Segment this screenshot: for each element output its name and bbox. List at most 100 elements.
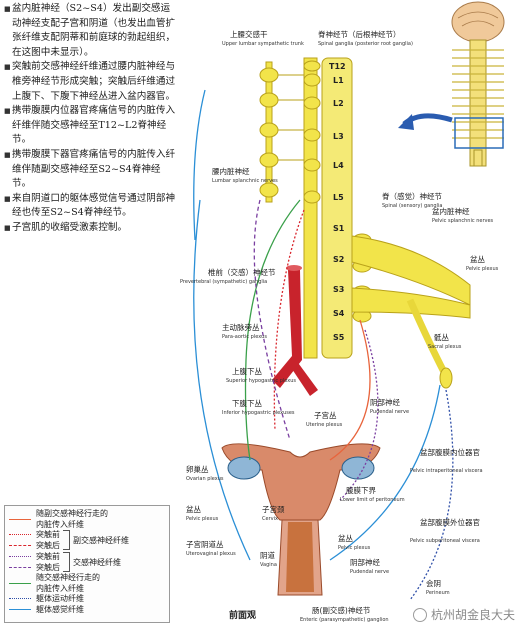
- label-intraperitoneal-en: Pelvic intraperitoneal viscera: [410, 468, 483, 474]
- segment-label: S5: [333, 333, 345, 342]
- legend-swatch: [9, 556, 31, 557]
- label-pelvic-plexus-2-en: Pelvic plexus: [186, 516, 219, 522]
- legend-swatch: [9, 567, 31, 568]
- label-sacral-plexus-en: Sacral plexus: [428, 344, 462, 350]
- label-spinal-ganglia-en: Spinal ganglia (posterior root ganglia): [318, 41, 413, 47]
- label-pelvic-plexus-2: 盆丛: [186, 504, 201, 514]
- legend-swatch: [9, 518, 31, 520]
- label-pudendal-en: Pudendal nerve: [370, 409, 409, 415]
- label-para-aortic-en: Para-aortic plexus: [222, 334, 267, 340]
- label-prevertebral: 椎前（交感）神经节: [208, 267, 276, 277]
- legend-item: 随副交感神经行走的内脏传入纤维: [9, 509, 165, 529]
- label-perineum: 会阴: [426, 578, 441, 588]
- note-item: ■子宫肌的收缩受激素控制。: [4, 221, 176, 236]
- label-prevertebral-en: Prevertebral (sympathetic) ganglia: [180, 279, 267, 285]
- nerve-pathways: [193, 89, 454, 601]
- label-pelvic-plexus-en: Pelvic plexus: [466, 266, 499, 272]
- brain-spine-thumbnail: [451, 1, 505, 167]
- label-uterine-plexus: 子宫丛: [314, 410, 337, 420]
- label-vagina-en: Vagina: [260, 562, 277, 568]
- legend-label: 内脏传入纤维: [36, 520, 84, 529]
- bullet-icon: ■: [4, 150, 11, 159]
- bullet-icon: ■: [4, 5, 11, 13]
- legend-brace: [63, 530, 70, 550]
- legend-swatch: [9, 545, 31, 546]
- label-pelvic-splanchnic: 盆内脏神经: [432, 206, 470, 216]
- label-ovarian-plexus: 卵巢丛: [186, 464, 209, 474]
- legend-label: 躯体感觉纤维: [36, 605, 84, 614]
- legend-label: 随副交感神经行走的: [36, 509, 108, 518]
- label-perineum-en: Perineum: [426, 590, 450, 596]
- legend-group-symp: 突触前 突触后 交感神经纤维: [9, 551, 165, 573]
- segment-label: L3: [333, 132, 344, 141]
- segment-label: L4: [333, 161, 344, 170]
- label-uterovaginal: 子宫阴道丛: [186, 539, 224, 549]
- label-superior-hypogastric: 上腹下丛: [232, 366, 262, 376]
- label-spinal-ganglia: 脊神经节（后根神经节）: [318, 29, 401, 39]
- label-lower-limit-en: Lower limit of peritoneum: [340, 497, 405, 503]
- notes-panel: ■盆内脏神经（S2~S4）发出副交感运动神经支配子宫和阴道（也发出血管扩张纤维支…: [4, 2, 176, 236]
- legend: 随副交感神经行走的内脏传入纤维 突触前 突触后 副交感神经纤维 突触前 突触后 …: [4, 505, 170, 623]
- legend-group-label: 交感神经纤维: [73, 557, 121, 567]
- label-pudendal-2-en: Pudendal nerve: [350, 569, 389, 575]
- label-enteric: 肠(副交感)神经节: [312, 605, 371, 615]
- label-uterine-plexus-en: Uterine plexus: [306, 422, 343, 428]
- bullet-icon: ■: [4, 223, 11, 232]
- segment-labels: T12 L1 L2 L3 L4 L5 S1 S2 S3 S4 S5: [329, 62, 346, 342]
- label-sensory-ganglia-en: Spinal (sensory) ganglia: [382, 203, 442, 209]
- legend-swatch: [9, 534, 31, 535]
- label-pelvic-plexus-3-en: Pelvic plexus: [338, 545, 371, 551]
- label-subperitoneal: 盆部腹膜外位器官: [420, 517, 480, 527]
- label-pudendal: 阴部神经: [370, 397, 400, 407]
- note-item: ■携带腹膜内位器官疼痛信号的内脏传入纤维伴随交感神经至T12~L2脊神经节。: [4, 104, 176, 148]
- segment-label: S1: [333, 224, 345, 233]
- label-ovarian-plexus-en: Ovarian plexus: [186, 476, 224, 482]
- labels: 上腰交感干 Upper lumbar sympathetic trunk 脊神经…: [180, 29, 499, 623]
- watermark-text: 杭州胡金良大夫: [430, 608, 515, 622]
- label-sacral-plexus: 骶丛: [434, 332, 449, 342]
- label-cervix: 子宫颈: [262, 504, 285, 514]
- legend-brace: [63, 552, 70, 572]
- legend-item: 躯体感觉纤维: [9, 604, 165, 615]
- segment-label: L2: [333, 99, 344, 108]
- bullet-icon: ■: [4, 63, 11, 72]
- bullet-icon: ■: [4, 107, 11, 116]
- legend-group-para: 突触前 突触后 副交感神经纤维: [9, 529, 165, 551]
- legend-swatch: [9, 582, 31, 584]
- label-upper-lumbar-trunk: 上腰交感干: [230, 29, 268, 39]
- legend-label: 躯体运动纤维: [36, 594, 84, 603]
- note-item: ■携带腹膜下器官疼痛信号的内脏传入纤维伴随副交感神经至S2~S4脊神经节。: [4, 148, 176, 192]
- bullet-icon: ■: [4, 194, 11, 203]
- label-pelvic-plexus-3: 盆丛: [338, 533, 353, 543]
- segment-label: S4: [333, 309, 345, 318]
- legend-item: 突触后: [9, 562, 60, 573]
- legend-label: 突触前: [36, 552, 60, 561]
- sacral-roots: [351, 235, 471, 389]
- legend-item: 突触前: [9, 551, 60, 562]
- aorta: [272, 265, 318, 396]
- label-vagina: 阴道: [260, 550, 275, 560]
- label-pelvic-plexus: 盆丛: [470, 254, 485, 264]
- note-item: ■突触前交感神经纤维通过腰内脏神经与椎旁神经节形成突触；突触后纤维通过上腹下、下…: [4, 60, 176, 104]
- label-enteric-en: Enteric (parasympathetic) ganglion: [300, 617, 389, 623]
- label-upper-lumbar-trunk-en: Upper lumbar sympathetic trunk: [222, 41, 304, 47]
- label-cervix-en: Cervix: [262, 516, 278, 522]
- label-para-aortic: 主动脉旁丛: [222, 322, 260, 332]
- legend-label: 突触后: [36, 541, 60, 550]
- legend-label: 内脏传入纤维: [36, 584, 84, 593]
- wechat-icon: [412, 607, 427, 622]
- note-item: ■盆内脏神经（S2~S4）发出副交感运动神经支配子宫和阴道（也发出血管扩张纤维支…: [4, 2, 176, 60]
- segment-label: S3: [333, 285, 344, 294]
- label-inferior-hypogastric: 下腹下丛: [232, 398, 262, 408]
- label-subperitoneal-en: Pelvic subperitoneal viscera: [410, 538, 480, 544]
- label-superior-hypogastric-en: Superior hypogastric plexus: [226, 378, 296, 384]
- legend-group-label: 副交感神经纤维: [73, 535, 129, 545]
- label-intraperitoneal: 盆部腹膜内位器官: [420, 447, 480, 457]
- label-lumbar-splanchnic-en: Lumbar splanchnic nerves: [212, 178, 278, 184]
- legend-label: 随交感神经行走的: [36, 573, 100, 582]
- watermark: 杭州胡金良大夫: [412, 606, 515, 623]
- segment-label: L5: [333, 193, 344, 202]
- label-uterovaginal-en: Uterovaginal plexus: [186, 551, 236, 557]
- sympathetic-trunk: [259, 61, 304, 203]
